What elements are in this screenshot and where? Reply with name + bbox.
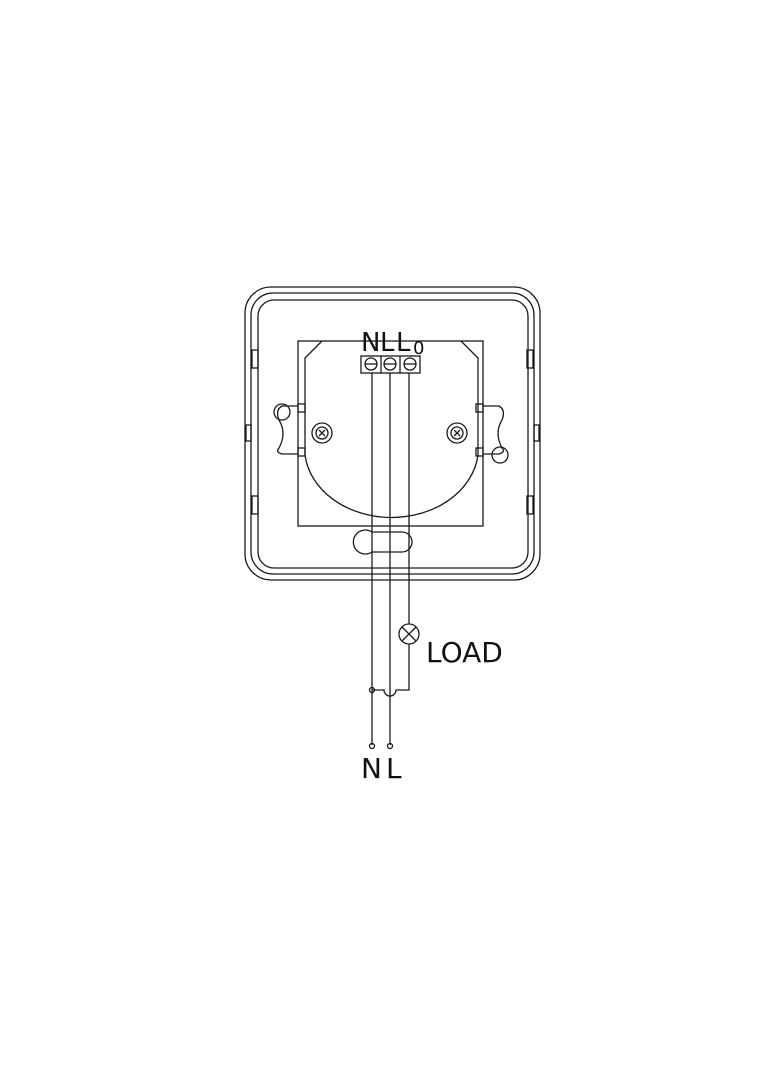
terminal-label-n: N [361, 328, 380, 358]
wires [368, 373, 410, 750]
supply-label-n: N [361, 752, 382, 785]
terminal-label-l0-subscript: 0 [413, 338, 424, 359]
wire-l0 [372, 373, 410, 697]
mounting-plate [273, 340, 509, 527]
keyhole-slot [352, 529, 413, 555]
screw-icon [311, 422, 333, 444]
terminal-screw-icon [364, 357, 417, 371]
supply-terminal-l [386, 742, 394, 750]
supply-terminal-n [368, 742, 376, 750]
terminal-label-l: L [380, 328, 395, 358]
terminal-block [360, 355, 421, 374]
switch-housing [244, 286, 541, 581]
terminal-label-l0: L [396, 328, 411, 358]
supply-label-l: L [386, 752, 402, 785]
junction [368, 686, 376, 694]
lamp-icon [398, 623, 420, 645]
load-label: LOAD [426, 636, 503, 669]
screw-icon [446, 422, 468, 444]
